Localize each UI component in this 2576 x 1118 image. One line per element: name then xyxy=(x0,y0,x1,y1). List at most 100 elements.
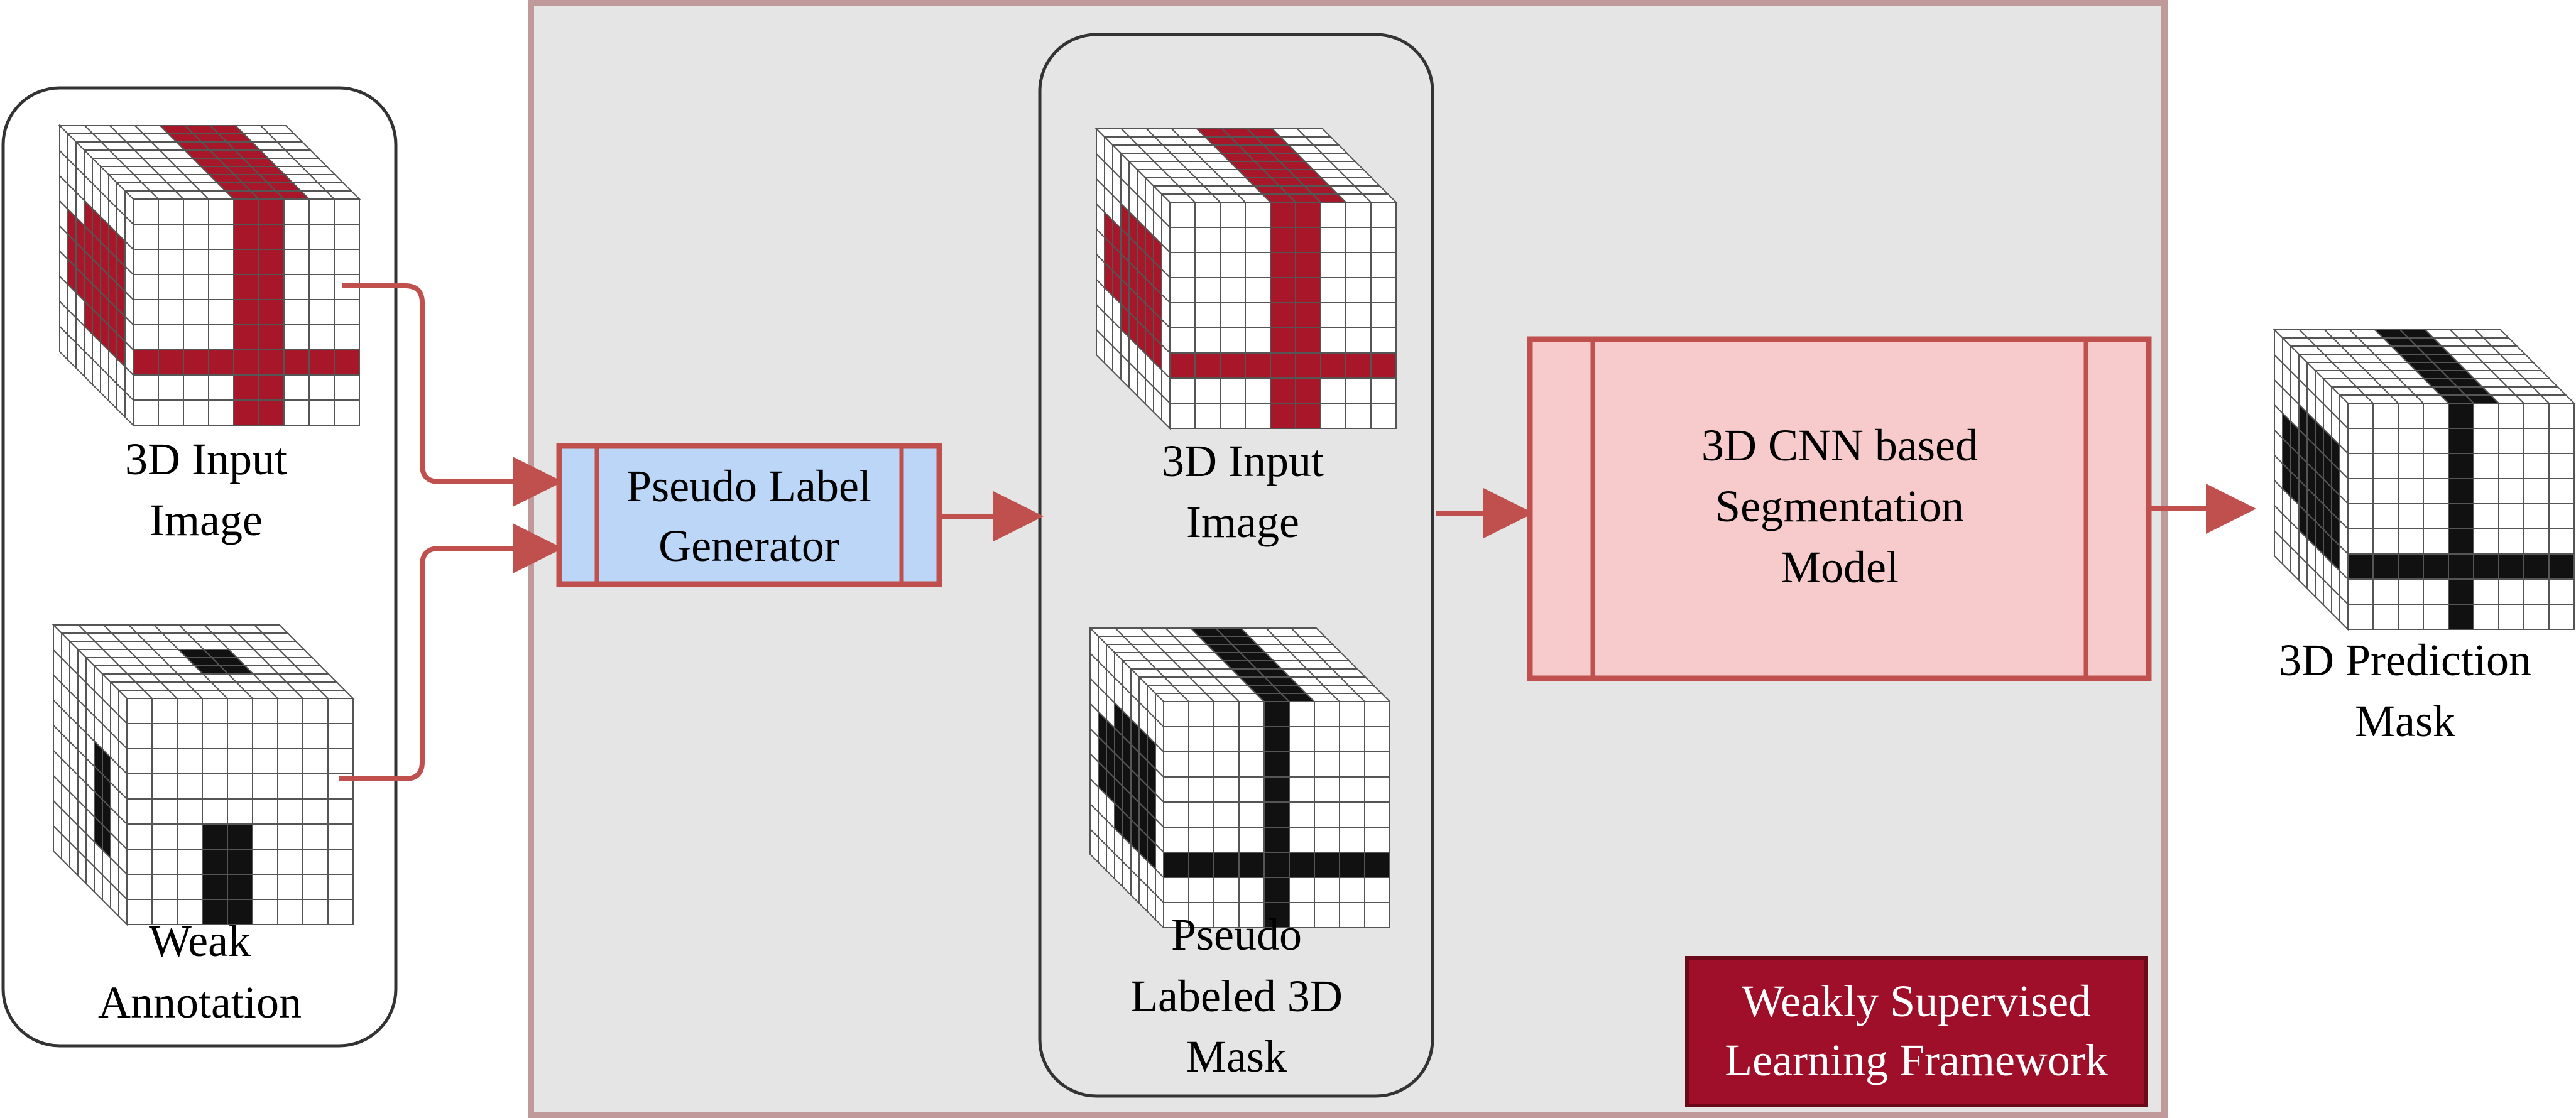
voxel-front xyxy=(1270,202,1296,228)
voxel-front xyxy=(233,324,259,350)
voxel-front xyxy=(2548,503,2575,529)
voxel-front xyxy=(2448,478,2474,504)
voxel-front xyxy=(2372,528,2399,555)
voxel-front xyxy=(227,798,253,825)
middle-image-label-2: Image xyxy=(1186,497,1299,547)
voxel-front xyxy=(1213,827,1240,853)
voxel-front xyxy=(1169,302,1196,328)
voxel-front xyxy=(1345,377,1372,404)
voxel-front xyxy=(1270,327,1296,354)
voxel-front xyxy=(2473,553,2499,580)
voxel-front xyxy=(302,723,329,749)
voxel-front xyxy=(1314,902,1340,928)
voxel-front xyxy=(1339,751,1365,778)
voxel-front xyxy=(2347,428,2374,454)
voxel-front xyxy=(1370,202,1397,228)
voxel-front xyxy=(183,349,209,376)
model-label-2: Segmentation xyxy=(1715,481,1964,531)
voxel-front xyxy=(1188,751,1214,778)
voxel-front xyxy=(2548,453,2575,479)
voxel-front xyxy=(1370,352,1397,379)
voxel-front xyxy=(1289,877,1315,903)
voxel-front xyxy=(158,198,184,225)
voxel-front xyxy=(133,399,159,426)
voxel-front xyxy=(158,349,184,376)
voxel-front xyxy=(177,723,203,749)
voxel-front xyxy=(183,374,209,401)
voxel-front xyxy=(1263,827,1290,853)
voxel-front xyxy=(202,849,228,875)
voxel-front xyxy=(208,349,234,376)
voxel-front xyxy=(1163,701,1189,727)
voxel-front xyxy=(2473,403,2499,429)
voxel-front xyxy=(2372,478,2399,504)
voxel-front xyxy=(1289,776,1315,803)
voxel-front xyxy=(202,798,228,825)
voxel-front xyxy=(1245,227,1271,253)
voxel-front xyxy=(1320,277,1346,303)
voxel-front xyxy=(1263,701,1290,727)
voxel-front xyxy=(1220,377,1246,404)
voxel-front xyxy=(151,798,178,825)
voxel-front xyxy=(177,748,203,774)
voxel-front xyxy=(1270,403,1296,429)
voxel-front xyxy=(1163,801,1189,828)
voxel-front xyxy=(227,823,253,850)
voxel-front xyxy=(252,698,278,724)
voxel-front xyxy=(1364,827,1390,853)
voxel-front xyxy=(233,198,259,225)
voxel-front xyxy=(2347,453,2374,479)
voxel-front xyxy=(1345,202,1372,228)
voxel-front xyxy=(1169,352,1196,379)
voxel-front xyxy=(258,224,285,250)
middle-image-label: 3D Input xyxy=(1162,436,1324,486)
voxel-front xyxy=(283,249,310,275)
voxel-front xyxy=(1339,776,1365,803)
voxel-front xyxy=(1163,827,1189,853)
voxel-front xyxy=(258,299,285,325)
voxel-front xyxy=(283,299,310,325)
voxel-front xyxy=(133,349,159,376)
voxel-front xyxy=(1320,377,1346,404)
voxel-front xyxy=(2523,403,2550,429)
voxel-front xyxy=(1314,751,1340,778)
voxel-front xyxy=(1213,877,1240,903)
voxel-front xyxy=(1245,302,1271,328)
voxel-front xyxy=(1238,827,1265,853)
voxel-front xyxy=(1295,252,1321,278)
voxel-front xyxy=(327,874,354,900)
voxel-front xyxy=(1220,202,1246,228)
voxel-front xyxy=(2347,478,2374,504)
voxel-front xyxy=(1295,202,1321,228)
voxel-front xyxy=(258,249,285,275)
voxel-front xyxy=(151,748,178,774)
voxel-front xyxy=(327,899,354,925)
voxel-front xyxy=(2448,428,2474,454)
voxel-front xyxy=(158,299,184,325)
voxel-front xyxy=(126,773,153,800)
voxel-front xyxy=(2398,478,2424,504)
voxel-front xyxy=(1220,327,1246,354)
voxel-front xyxy=(177,798,203,825)
voxel-front xyxy=(1188,852,1214,878)
voxel-front xyxy=(2372,428,2399,454)
voxel-front xyxy=(183,399,209,426)
voxel-front xyxy=(1220,352,1246,379)
voxel-front xyxy=(1169,227,1196,253)
voxel-front xyxy=(1345,227,1372,253)
voxel-front xyxy=(233,399,259,426)
voxel-front xyxy=(302,773,329,800)
voxel-front xyxy=(277,698,303,724)
voxel-front xyxy=(233,374,259,401)
voxel-front xyxy=(1169,327,1196,354)
voxel-front xyxy=(1220,302,1246,328)
voxel-front xyxy=(258,324,285,350)
voxel-front xyxy=(1238,877,1265,903)
voxel-front xyxy=(227,773,253,800)
voxel-front xyxy=(2448,403,2474,429)
voxel-front xyxy=(2423,428,2449,454)
framework-badge: Weakly Supervised Learning Framework xyxy=(1685,956,2148,1107)
voxel-front xyxy=(2473,428,2499,454)
voxel-front xyxy=(2498,503,2524,529)
voxel-front xyxy=(1314,852,1340,878)
